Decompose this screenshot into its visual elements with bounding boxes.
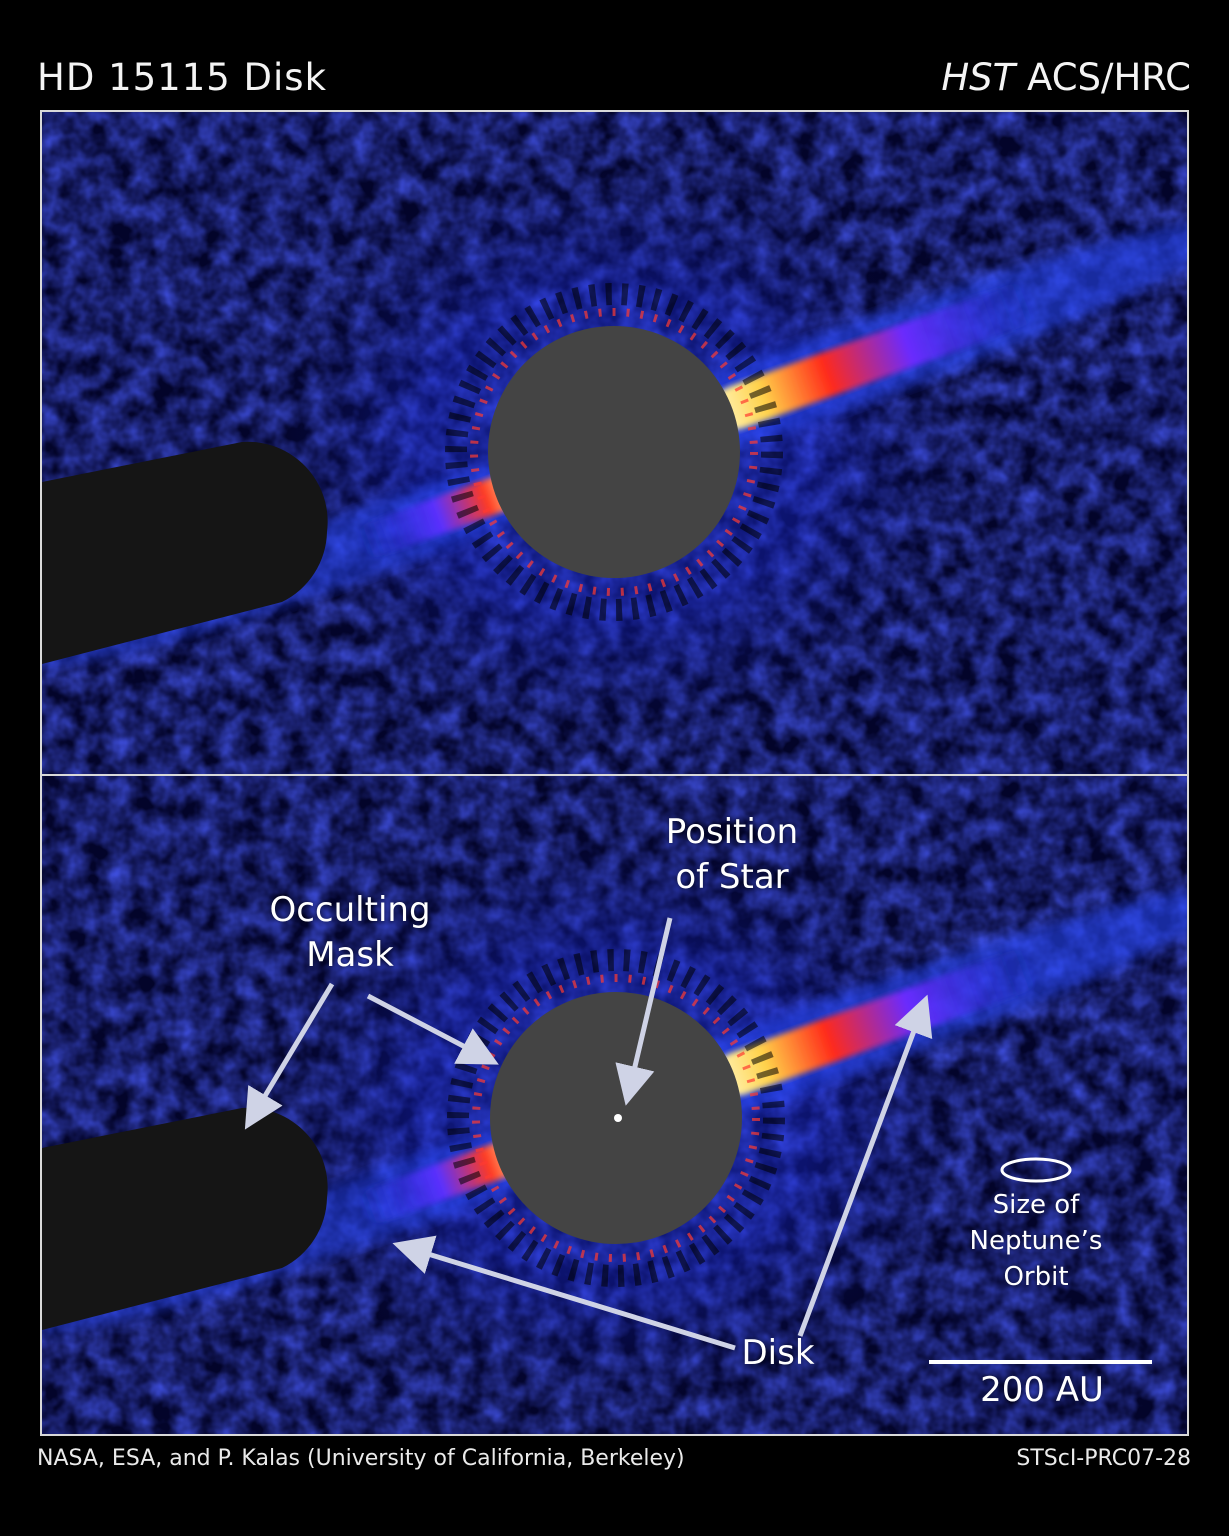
label-disk: Disk	[741, 1333, 815, 1373]
disk-image-top	[42, 112, 1187, 774]
neptune-orbit-ellipse	[1000, 1157, 1072, 1183]
label-position-of-star: Position of Star	[665, 812, 799, 897]
arrow-disk-left	[392, 1235, 736, 1351]
arrow-mask-bar	[244, 982, 335, 1130]
image-credit: NASA, ESA, and P. Kalas (University of C…	[37, 1446, 685, 1471]
instrument-label: HST ACS/HRC	[941, 56, 1191, 99]
annotation-arrows	[244, 917, 1152, 1364]
arrow-disk-right	[797, 994, 933, 1337]
release-id: STScI-PRC07-28	[1016, 1446, 1191, 1471]
star-position-dot	[614, 1114, 622, 1122]
instrument-rest: ACS/HRC	[1015, 56, 1191, 99]
image-frame: Position of Star Occulting Mask Disk Siz…	[40, 110, 1189, 1436]
panel-divider	[42, 774, 1187, 776]
bottom-panel: Position of Star Occulting Mask Disk Siz…	[42, 776, 1187, 1434]
label-occulting-mask: Occulting Mask	[269, 890, 431, 975]
label-neptune-orbit: Size of Neptune’s Orbit	[969, 1190, 1103, 1292]
arrow-mask-circle	[366, 993, 499, 1065]
arrow-star	[615, 917, 673, 1106]
top-panel	[42, 112, 1187, 774]
occulting-disk-top	[488, 326, 740, 578]
label-scale-200au: 200 AU	[980, 1370, 1104, 1410]
instrument-italic: HST	[941, 56, 1016, 99]
image-title: HD 15115 Disk	[37, 56, 328, 99]
